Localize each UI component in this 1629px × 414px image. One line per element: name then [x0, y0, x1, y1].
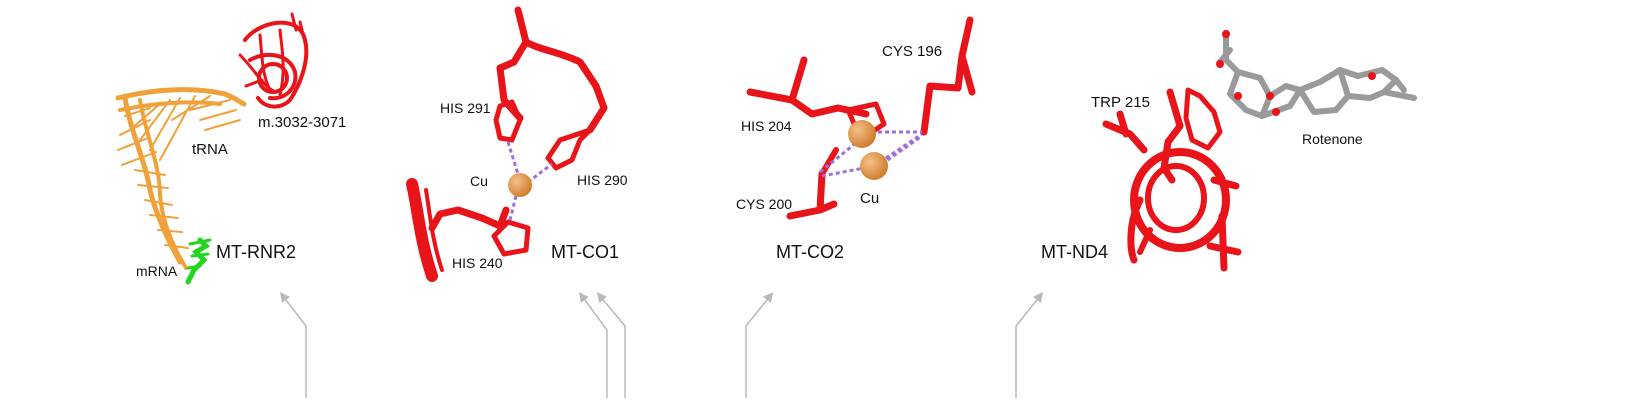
copper-atom-1 [848, 120, 876, 148]
callout-arrows [279, 291, 1044, 398]
his290-label: HIS 290 [577, 172, 628, 188]
nd4-helix-structure [1102, 87, 1242, 272]
rotenone-label: Rotenone [1302, 131, 1363, 147]
mrna-label: mRNA [136, 263, 178, 279]
gene-label-mt-co2: MT-CO2 [776, 242, 844, 262]
mrna-structure [185, 237, 212, 285]
cys196-label: CYS 196 [882, 43, 942, 60]
panel-mt-co2: CYS 196 HIS 204 CYS 200 Cu MT-CO2 [736, 16, 976, 262]
cu-label: Cu [860, 190, 879, 207]
panel-mt-co1: HIS 291 HIS 290 Cu HIS 240 MT-CO1 [406, 6, 628, 282]
co1-residues [406, 6, 608, 282]
cys200-label: CYS 200 [736, 196, 792, 212]
cu-label: Cu [470, 173, 488, 189]
his240-label: HIS 240 [452, 255, 503, 271]
arrow-mt-nd4 [1015, 292, 1044, 398]
rrna-region-structure [238, 12, 309, 109]
trp215-label: TRP 215 [1091, 94, 1150, 111]
trna-label: tRNA [192, 141, 228, 158]
arrow-mt-co1-b [596, 292, 626, 398]
arrow-mt-co2 [745, 292, 774, 398]
arrow-mt-rnr2 [279, 292, 307, 398]
gene-label-mt-co1: MT-CO1 [551, 242, 619, 262]
trna-structure [115, 87, 247, 270]
his291-label: HIS 291 [440, 100, 491, 116]
his204-label: HIS 204 [741, 118, 792, 134]
panel-mt-rnr2: m.3032-3071 tRNA mRNA MT-RNR2 [115, 12, 346, 285]
co1-coordination-bonds [506, 141, 553, 221]
rotenone-oxygens [1216, 30, 1376, 116]
gene-label-mt-rnr2: MT-RNR2 [216, 242, 296, 262]
panel-mt-nd4: TRP 215 Rotenone MT-ND4 [1041, 30, 1417, 272]
region-label: m.3032-3071 [258, 114, 346, 131]
gene-label-mt-nd4: MT-ND4 [1041, 242, 1108, 262]
copper-atom-2 [860, 152, 888, 180]
arrow-mt-co1-a [579, 291, 608, 398]
rotenone-structure [1217, 31, 1417, 119]
copper-atom [508, 173, 532, 197]
